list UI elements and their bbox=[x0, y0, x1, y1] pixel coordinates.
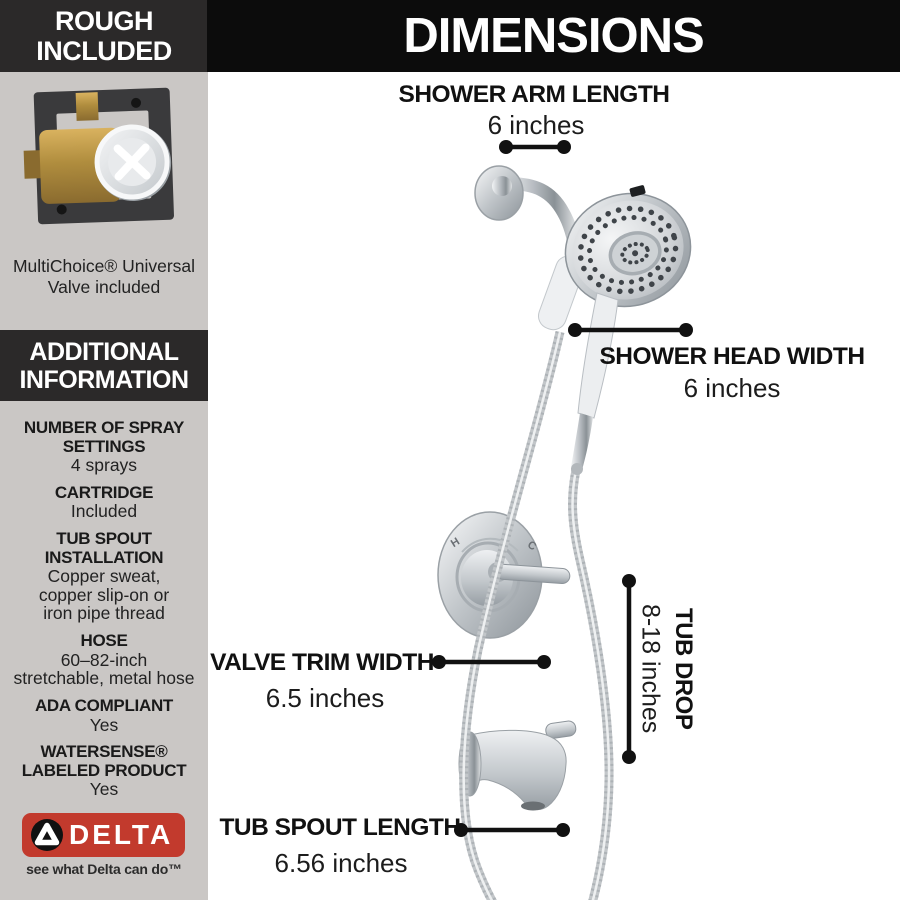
spec-item: CARTRIDGE Included bbox=[9, 482, 199, 522]
tub-drop-value: 8-18 inches bbox=[636, 604, 665, 734]
spray-nozzle-ring bbox=[586, 214, 670, 286]
spec-label: TUB SPOUT INSTALLATION bbox=[44, 528, 164, 567]
shower-fixture-illustration: H C bbox=[432, 140, 693, 900]
rough-valve-illustration bbox=[23, 87, 174, 225]
dimension-annotations bbox=[432, 140, 693, 837]
tub-drop-label: TUB DROP bbox=[670, 608, 697, 730]
delta-tagline: see what Delta can do™ bbox=[26, 861, 182, 877]
tub-spout-opening bbox=[521, 801, 545, 811]
spec-item: TUB SPOUT INSTALLATION Copper sweat, cop… bbox=[9, 528, 199, 624]
tub-spout-body bbox=[469, 729, 567, 811]
spec-label: NUMBER OF SPRAY SETTINGS bbox=[23, 418, 185, 456]
spec-item: WATERSENSE® LABELED PRODUCT Yes bbox=[9, 743, 199, 799]
shower-head-width-label: SHOWER HEAD WIDTH bbox=[599, 343, 865, 370]
shower-head bbox=[564, 185, 692, 308]
spec-value: Yes bbox=[89, 779, 119, 800]
spec-item: NUMBER OF SPRAY SETTINGS 4 sprays bbox=[9, 418, 199, 476]
delta-logo: DELTA bbox=[22, 813, 185, 857]
spray-nozzle-ring bbox=[577, 205, 679, 295]
tub-spout bbox=[458, 720, 577, 811]
spec-label: CARTRIDGE bbox=[54, 482, 154, 502]
sidebar: ROUGH INCLUDED bbox=[0, 0, 208, 900]
valve-trim-width-value: 6.5 inches bbox=[265, 683, 385, 713]
spec-label: HOSE bbox=[80, 631, 128, 651]
spec-value: Copper sweat, copper slip-on or iron pip… bbox=[38, 566, 170, 624]
hand-shower-handle bbox=[571, 292, 619, 475]
frame-screw bbox=[56, 204, 67, 215]
additional-information-header: ADDITIONAL INFORMATION bbox=[0, 330, 208, 401]
spec-value: Yes bbox=[89, 714, 119, 735]
delta-brand-text: DELTA bbox=[69, 819, 174, 850]
frame-screw bbox=[131, 97, 142, 108]
spec-list: NUMBER OF SPRAY SETTINGS 4 sprays CARTRI… bbox=[9, 418, 199, 808]
spec-item: HOSE 60–82-inch stretchable, metal hose bbox=[9, 632, 199, 688]
valve-cap-cross bbox=[113, 143, 151, 181]
spec-value: Included bbox=[70, 501, 138, 522]
tub-spout-length-label: TUB SPOUT LENGTH bbox=[219, 814, 461, 841]
spec-label: ADA COMPLIANT bbox=[34, 696, 174, 716]
rough-included-header: ROUGH INCLUDED bbox=[0, 0, 208, 72]
delta-triangle-icon bbox=[31, 819, 63, 851]
spec-value: 4 sprays bbox=[70, 455, 138, 476]
tub-spout-length-value: 6.56 inches bbox=[274, 848, 408, 878]
multichoice-caption: MultiChoice® Universal Valve included bbox=[12, 256, 196, 297]
valve-trim-width-label: VALVE TRIM WIDTH bbox=[210, 649, 434, 676]
spec-label: WATERSENSE® LABELED PRODUCT bbox=[21, 742, 187, 780]
shower-arm-length-value: 6 inches bbox=[487, 110, 585, 140]
valve-top-pipe bbox=[75, 92, 99, 121]
shower-hose bbox=[459, 331, 614, 900]
spec-item: ADA COMPLIANT Yes bbox=[9, 697, 199, 734]
spec-value: 60–82-inch stretchable, metal hose bbox=[13, 649, 195, 689]
shower-arm-length-label: SHOWER ARM LENGTH bbox=[398, 81, 670, 108]
head-top-notch bbox=[629, 185, 646, 197]
shower-head-width-value: 6 inches bbox=[683, 373, 781, 403]
diverter-knob bbox=[545, 720, 577, 739]
page-title: DIMENSIONS bbox=[207, 0, 900, 72]
